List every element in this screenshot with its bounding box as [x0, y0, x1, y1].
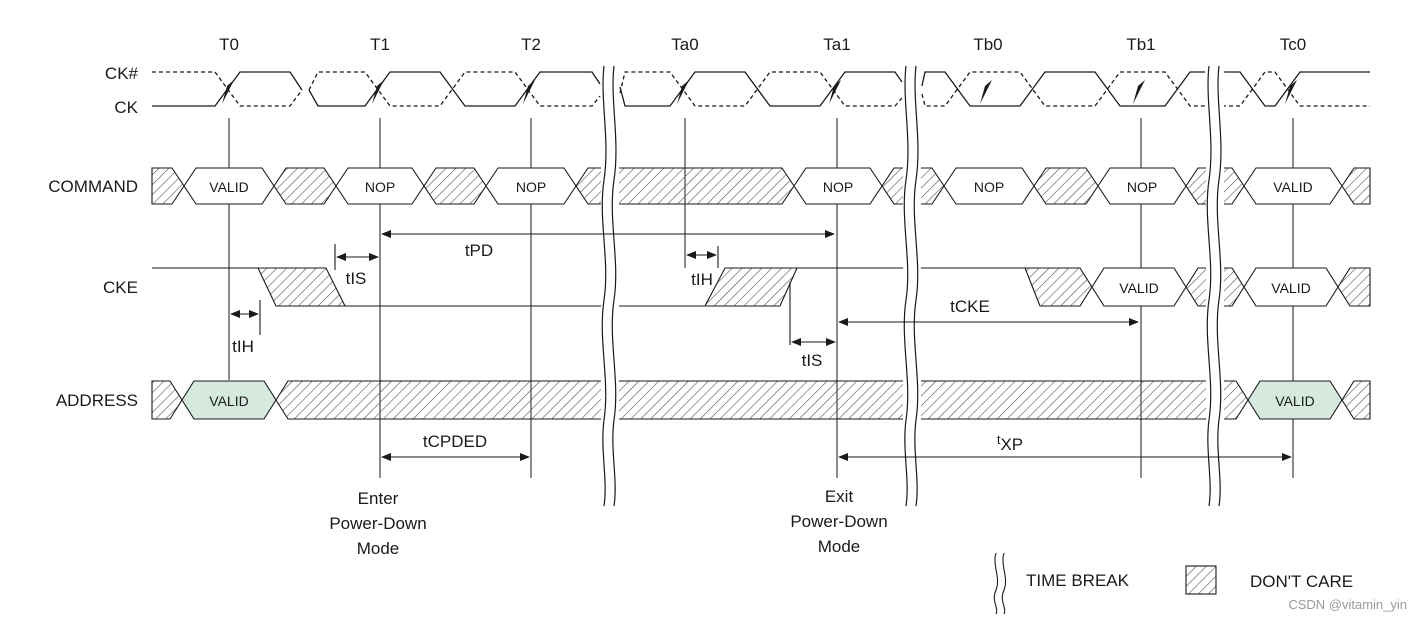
command-label-valid-tc0: VALID — [1273, 179, 1312, 195]
time-label-tb1: Tb1 — [1126, 35, 1155, 54]
cke-dont-care-1 — [257, 267, 346, 307]
signal-label-address: ADDRESS — [56, 391, 138, 410]
timing-labels: tPD tIS tIH tIH tIS tCKE tCPDED tXP — [232, 241, 1023, 454]
signal-label-ck-n: CK# — [105, 64, 139, 83]
time-label-t1: T1 — [370, 35, 390, 54]
enter-power-down-annotation: Enter Power-Down Mode — [329, 489, 426, 558]
tcpded-label: tCPDED — [423, 432, 487, 451]
time-break-legend-label: TIME BREAK — [1026, 571, 1130, 590]
tih-2-label: tIH — [691, 270, 713, 289]
enter-line-3: Mode — [357, 539, 400, 558]
clock-edge-arrow-tc0 — [1285, 80, 1297, 104]
address-dont-care-3 — [1341, 380, 1371, 420]
command-dont-care-6 — [1033, 167, 1099, 205]
time-label-ta0: Ta0 — [671, 35, 698, 54]
cke-dont-care-5 — [1337, 267, 1371, 307]
legend: TIME BREAK DON'T CARE — [993, 552, 1353, 615]
signal-label-cke: CKE — [103, 278, 138, 297]
address-cell-labels: VALID VALID — [209, 393, 1314, 409]
ck-n-waveform — [152, 71, 1370, 107]
time-break-2 — [903, 65, 921, 507]
clock-edge-arrow-t0 — [222, 80, 234, 104]
address-label-valid-t0: VALID — [209, 393, 248, 409]
clock-edge-arrow-t2 — [523, 80, 535, 104]
command-label-valid-t0: VALID — [209, 179, 248, 195]
command-label-nop-ta1: NOP — [823, 179, 853, 195]
address-dont-care-2 — [275, 380, 1249, 420]
dont-care-legend-label: DON'T CARE — [1250, 572, 1353, 591]
txp-label-prefix: t — [997, 432, 1001, 447]
cke-dont-care-3 — [1024, 267, 1093, 307]
txp-label-subscript: XP — [1000, 435, 1023, 454]
time-label-ta1: Ta1 — [823, 35, 850, 54]
command-label-nop-t2: NOP — [516, 179, 546, 195]
enter-line-1: Enter — [358, 489, 399, 508]
command-cell-labels: VALID NOP NOP NOP NOP NOP VALID — [209, 179, 1312, 195]
exit-line-3: Mode — [818, 537, 861, 556]
time-label-t0: T0 — [219, 35, 239, 54]
command-label-nop-t1: NOP — [365, 179, 395, 195]
txp-label: tXP — [997, 432, 1023, 454]
tis-2-label: tIS — [802, 351, 823, 370]
time-label-tb0: Tb0 — [973, 35, 1002, 54]
tcke-label: tCKE — [950, 297, 990, 316]
enter-line-2: Power-Down — [329, 514, 426, 533]
time-labels: T0 T1 T2 Ta0 Ta1 Tb0 Tb1 Tc0 — [219, 35, 1306, 54]
clock-edge-arrow-tb1 — [1133, 80, 1145, 104]
timing-arrows — [230, 230, 1292, 461]
time-label-tc0: Tc0 — [1280, 35, 1306, 54]
address-label-valid-tc0: VALID — [1275, 393, 1314, 409]
time-break-1 — [601, 65, 619, 507]
dont-care-legend-swatch — [1185, 565, 1217, 595]
tpd-label: tPD — [465, 241, 493, 260]
cke-label-valid-tc0: VALID — [1271, 280, 1310, 296]
cke-signal — [152, 267, 1371, 345]
address-bus — [151, 380, 1371, 420]
time-break-3 — [1206, 65, 1224, 507]
ck-waveform — [152, 71, 1370, 107]
clock-edge-arrow-t1 — [372, 80, 384, 104]
ck-clock-waveform — [152, 71, 1370, 107]
signal-labels: CK# CK COMMAND CKE ADDRESS — [48, 64, 138, 410]
clock-edge-arrow-ta1 — [829, 80, 841, 104]
signal-label-ck: CK — [114, 98, 138, 117]
command-dont-care-2 — [273, 167, 337, 205]
command-dont-care-1 — [151, 167, 185, 205]
time-breaks — [601, 65, 1224, 507]
command-bus — [151, 167, 1371, 205]
tis-1-label: tIS — [346, 269, 367, 288]
exit-line-1: Exit — [825, 487, 854, 506]
address-dont-care-1 — [151, 380, 183, 420]
watermark: CSDN @vitamin_yin — [1288, 597, 1407, 612]
exit-power-down-annotation: Exit Power-Down Mode — [790, 487, 887, 556]
command-label-nop-tb0: NOP — [974, 179, 1004, 195]
command-label-nop-tb1: NOP — [1127, 179, 1157, 195]
tih-1-label: tIH — [232, 337, 254, 356]
time-break-legend-icon — [993, 552, 1007, 615]
exit-line-2: Power-Down — [790, 512, 887, 531]
command-dont-care-8 — [1341, 167, 1371, 205]
cke-dont-care-2 — [704, 267, 798, 307]
clock-edge-arrow-ta0 — [677, 80, 689, 104]
time-label-t2: T2 — [521, 35, 541, 54]
cke-cell-labels: VALID VALID — [1119, 280, 1310, 296]
command-dont-care-3 — [423, 167, 487, 205]
clock-edge-arrow-tb0 — [980, 80, 992, 104]
cke-label-valid-tb1: VALID — [1119, 280, 1158, 296]
signal-label-command: COMMAND — [48, 177, 138, 196]
clock-edge-arrows — [222, 80, 1297, 104]
